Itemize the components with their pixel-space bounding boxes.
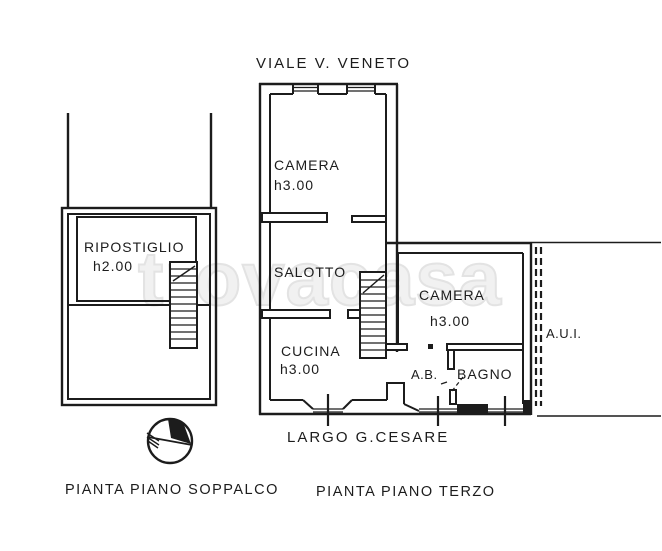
right-room-top-wall <box>386 241 661 347</box>
street-label-top: VIALE V. VENETO <box>256 55 411 72</box>
wall-camera-bagno <box>385 343 524 351</box>
room-label-camera-right: CAMERA <box>419 287 485 303</box>
street-label-bottom: LARGO G.CESARE <box>287 429 449 446</box>
soppalco-outer-walls <box>60 206 218 407</box>
staircase-main <box>359 271 387 359</box>
room-label-ripostiglio: RIPOSTIGLIO <box>84 239 184 255</box>
terzo-top-wall <box>259 82 398 95</box>
adjacent-unit-dashed-boundary <box>534 247 661 417</box>
room-label-cucina: CUCINA <box>281 343 341 359</box>
soppalco-shaft-walls <box>66 113 213 208</box>
wall-camera-salotto <box>261 212 387 223</box>
terzo-plan <box>258 82 661 426</box>
label-adjacent-unit: A.U.I. <box>546 326 582 341</box>
room-label-bagno: BAGNO <box>457 366 513 382</box>
window-bottom-1 <box>313 394 343 426</box>
terzo-left-wall <box>258 83 271 415</box>
room-height-cucina: h3.00 <box>280 361 320 377</box>
soppalco-plan <box>60 113 218 407</box>
room-height-ripostiglio: h2.00 <box>93 258 133 274</box>
caption-plan-soppalco: PIANTA PIANO SOPPALCO <box>65 482 279 498</box>
north-arrow-icon <box>146 417 194 465</box>
room-height-camera-right: h3.00 <box>430 313 470 329</box>
room-height-camera-top: h3.00 <box>274 177 314 193</box>
ripostiglio-room-walls <box>76 216 197 302</box>
window-bottom-2 <box>419 396 457 426</box>
terzo-bottom-wall <box>259 382 531 426</box>
staircase-soppalco <box>169 261 198 349</box>
caption-plan-terzo: PIANTA PIANO TERZO <box>316 484 496 500</box>
window-bottom-3 <box>488 396 523 426</box>
wall-salotto-cucina <box>261 309 361 319</box>
room-label-salotto: SALOTTO <box>274 264 346 280</box>
window-top-1 <box>293 86 318 92</box>
terzo-central-wall <box>385 84 399 358</box>
bottom-wall-pillar <box>386 382 405 404</box>
room-label-antibagno: A.B. <box>411 367 438 382</box>
window-top-2 <box>347 86 375 92</box>
wall-ab-bagno <box>440 349 464 405</box>
right-room-right-wall <box>522 243 533 415</box>
room-label-camera-top: CAMERA <box>274 157 340 173</box>
